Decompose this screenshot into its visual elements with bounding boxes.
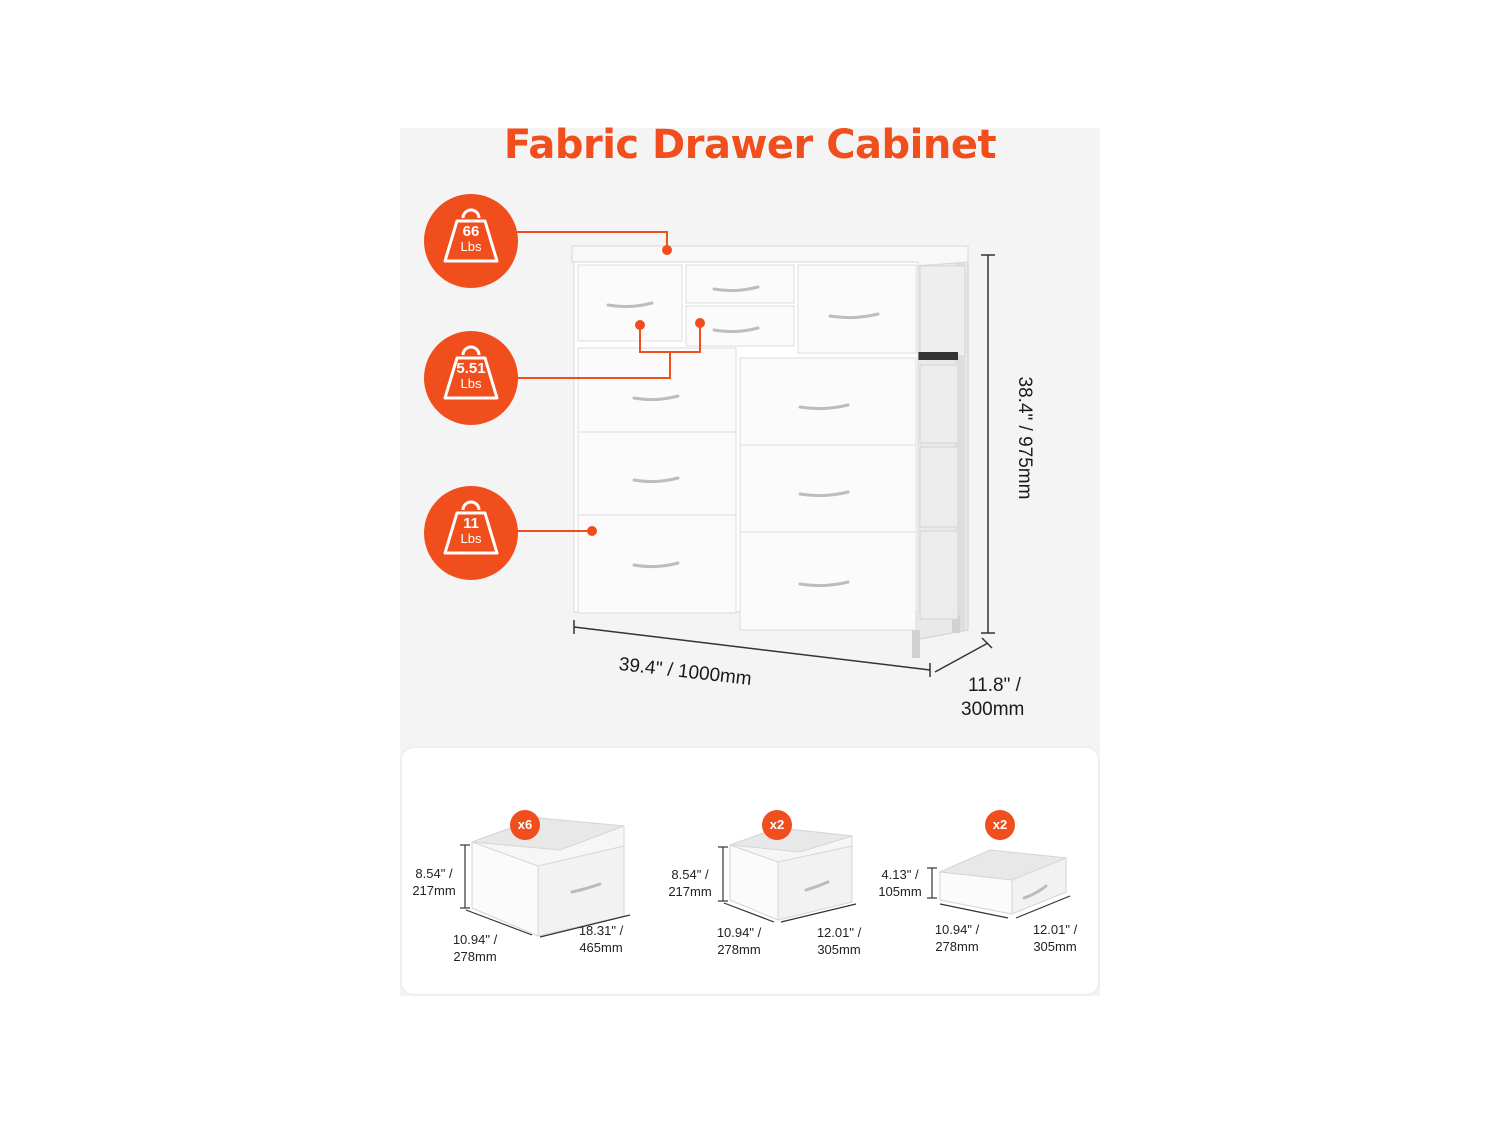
weight-icon (443, 345, 499, 400)
drawer-height-mm: 217mm (412, 883, 456, 898)
weight-badge-bottom: 11 Lbs (424, 486, 518, 580)
drawer-height-label: 4.13" / 105mm (874, 866, 926, 900)
drawer-height-label: 8.54" / 217mm (664, 866, 716, 900)
drawer-quantity-badge: x2 (762, 810, 792, 840)
weight-value: 66 (462, 223, 480, 240)
drawer-width-inches: 12.01" / (816, 925, 862, 940)
weight-icon (443, 208, 499, 263)
weight-value: 11 (463, 515, 479, 532)
drawer-depth-inches: 10.94" / (452, 932, 498, 947)
drawer-width-label: 12.01" / 305mm (1026, 921, 1084, 955)
drawer-depth-label: 10.94" / 278mm (710, 924, 768, 958)
drawer-width-label: 12.01" / 305mm (810, 924, 868, 958)
drawer-quantity-badge: x6 (510, 810, 540, 840)
weight-unit: Lbs (460, 376, 482, 391)
weight-unit: Lbs (460, 531, 482, 546)
drawer-width-mm: 465mm (579, 940, 623, 955)
drawer-depth-inches: 10.94" / (934, 922, 980, 937)
drawer-height-mm: 217mm (668, 884, 712, 899)
weight-unit: Lbs (460, 239, 482, 254)
drawer-width-inches: 18.31" / (578, 923, 624, 938)
weight-badge-middle: 5.51 Lbs (424, 331, 518, 425)
weight-badge-top: 66 Lbs (424, 194, 518, 288)
drawer-depth-mm: 278mm (717, 942, 761, 957)
drawer-width-mm: 305mm (1033, 939, 1077, 954)
drawer-quantity-badge: x2 (985, 810, 1015, 840)
drawer-depth-inches: 10.94" / (716, 925, 762, 940)
depth-dimension-line2: 300mm (961, 699, 1025, 720)
drawer-width-label: 18.31" / 465mm (572, 922, 630, 956)
drawer-depth-label: 10.94" / 278mm (446, 931, 504, 965)
depth-dimension-line1: 11.8" / (968, 675, 1021, 696)
drawer-height-label: 8.54" / 217mm (408, 865, 460, 899)
drawer-height-inches: 4.13" / (881, 867, 919, 882)
drawer-depth-label: 10.94" / 278mm (928, 921, 986, 955)
weight-icon (443, 500, 499, 555)
drawer-depth-mm: 278mm (935, 939, 979, 954)
drawer-height-inches: 8.54" / (415, 866, 453, 881)
drawer-width-mm: 305mm (817, 942, 861, 957)
weight-value: 5.51 (456, 360, 486, 377)
drawer-depth-mm: 278mm (453, 949, 497, 964)
page-title: Fabric Drawer Cabinet (503, 122, 997, 168)
drawer-height-inches: 8.54" / (671, 867, 709, 882)
drawer-width-inches: 12.01" / (1032, 922, 1078, 937)
drawer-height-mm: 105mm (878, 884, 922, 899)
